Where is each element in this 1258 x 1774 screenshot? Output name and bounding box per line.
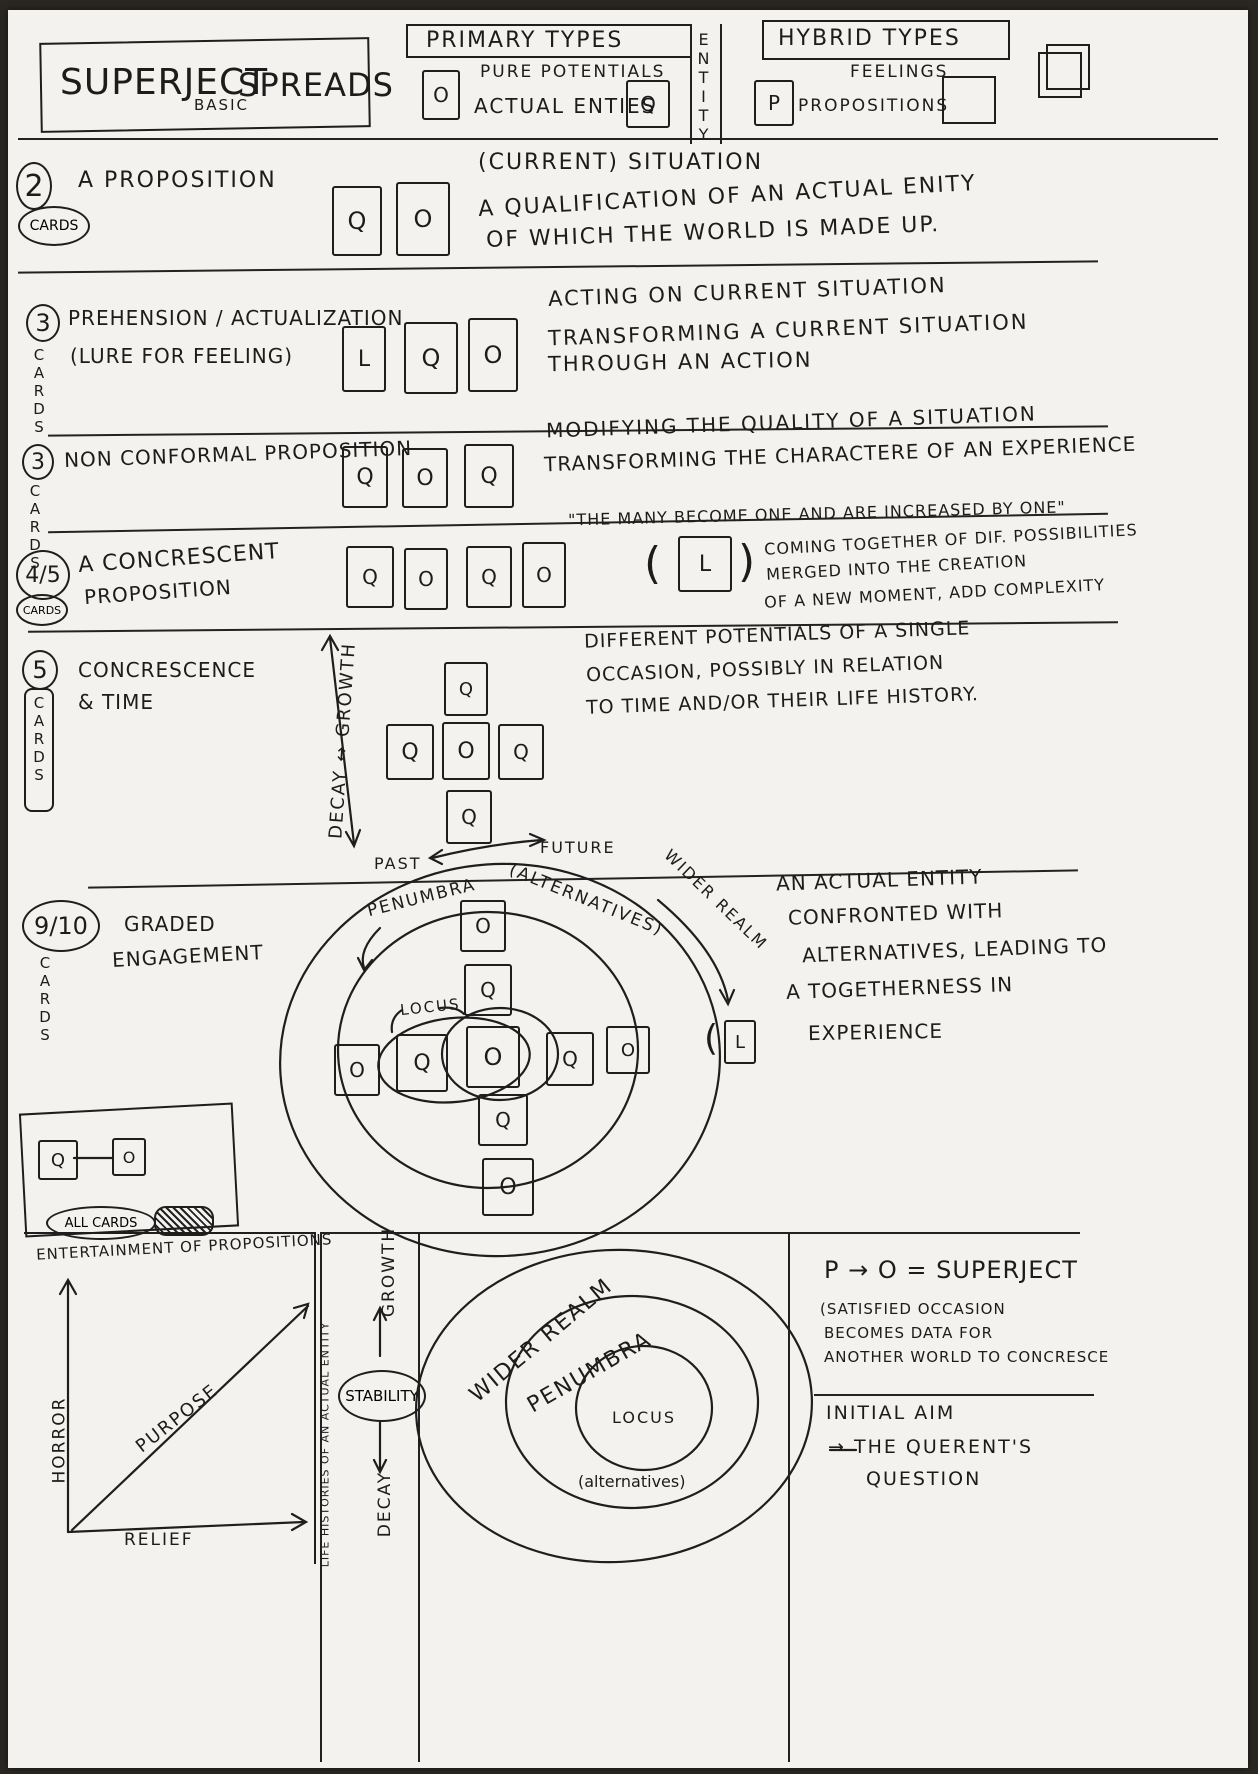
initial-aim-label: INITIAL AIM <box>826 1402 956 1424</box>
title-spreads: SPREADS <box>238 66 394 104</box>
header-rule <box>18 138 1218 140</box>
section-4-card-q2: Q <box>466 546 512 608</box>
actual-entities-label: ACTUAL ENTIES <box>474 94 657 118</box>
section-5-card-left-q: Q <box>386 724 434 780</box>
hybrid-types-label: HYBRID TYPES <box>778 26 961 51</box>
hybrid-card-stack <box>1038 52 1082 98</box>
primary-types-label: PRIMARY TYPES <box>426 28 624 53</box>
section-6-card-left-q: Q <box>396 1034 448 1092</box>
section-6-number: 9/10 <box>22 900 100 952</box>
hybrid-types-box <box>762 20 1010 60</box>
section-5-cards-box <box>24 688 54 812</box>
section-6-card-l: L <box>724 1020 756 1064</box>
hybrid-card-scribble <box>942 76 996 124</box>
entertainment-frame <box>24 1232 316 1564</box>
section-6-cards-label: CARDS <box>36 954 54 1044</box>
section-2-cards-label: CARDS <box>30 346 48 436</box>
section-4-card-o2: O <box>522 542 566 608</box>
section-6-card-upper-q: Q <box>464 964 512 1016</box>
section-2-card-l: L <box>342 326 386 392</box>
section-4-card-q1: Q <box>346 546 394 608</box>
section-5-title: CONCRESCENCE <box>78 658 257 682</box>
section-5-card-bottom-q: Q <box>446 790 492 844</box>
initial-aim-rule <box>814 1394 1094 1396</box>
bottom-alternatives: (alternatives) <box>578 1472 686 1491</box>
entity-divider-right <box>720 24 722 144</box>
section-5-future: FUTURE <box>540 838 616 857</box>
relief-label: RELIEF <box>124 1530 194 1550</box>
section-4-card-l: L <box>678 536 732 592</box>
section-1-desc-1: (CURRENT) SITUATION <box>478 150 764 175</box>
section-4-cards-oval: CARDS <box>16 594 68 626</box>
header-card-o: O <box>422 70 460 120</box>
section-1-card-o: O <box>396 182 450 256</box>
superject-equation: P → O = SUPERJECT <box>824 1256 1078 1284</box>
section-2-subtitle: (LURE FOR FEELING) <box>70 344 294 368</box>
section-2-number: 3 <box>26 304 60 342</box>
section-6-card-center-o: O <box>466 1026 520 1088</box>
section-6-card-far-right-o: O <box>606 1026 650 1074</box>
header-card-p: P <box>754 80 794 126</box>
section-6-card-lower-q: Q <box>478 1094 528 1146</box>
bottom-mini-card-o: O <box>112 1138 146 1176</box>
section-2-card-q: Q <box>404 322 458 394</box>
hybrid-card-stack-back <box>1046 44 1090 90</box>
section-6-card-right-q: Q <box>546 1032 594 1086</box>
entity-divider-left <box>690 24 692 144</box>
section-3-card-q2: Q <box>464 444 514 508</box>
header-card-q: Q <box>626 80 670 128</box>
section-5-past: PAST <box>374 854 422 873</box>
section-1-cards-oval: CARDS <box>18 206 90 246</box>
section-3-cards-label: CARDS <box>26 482 44 572</box>
all-cards-scribble <box>154 1206 214 1236</box>
section-1-card-q: Q <box>332 186 382 256</box>
section-5-card-right-q: Q <box>498 724 544 780</box>
bottom-divider-1 <box>320 1232 322 1762</box>
section-3-card-q1: Q <box>342 446 388 508</box>
entity-label: ENTITY <box>694 30 713 144</box>
bottom-mini-card-q: Q <box>38 1140 78 1180</box>
section-5-cards-label: CARDS <box>30 694 48 784</box>
querent-label-1: → THE QUERENT'S <box>828 1436 1034 1458</box>
propositions-label: PROPOSITIONS <box>798 96 950 116</box>
superject-desc-2: BECOMES DATA FOR <box>824 1324 994 1342</box>
bottom-divider-3 <box>788 1232 790 1762</box>
bottom-divider-2 <box>418 1232 420 1762</box>
section-5-subtitle: & TIME <box>78 690 154 714</box>
section-4-paren-open: ( <box>644 538 664 589</box>
section-4-card-o1: O <box>404 548 448 610</box>
section-5-card-center-o: O <box>442 722 490 780</box>
section-5-card-top-q: Q <box>444 662 488 716</box>
section-6-card-top-o: O <box>460 900 506 952</box>
section-3-card-o: O <box>402 448 448 508</box>
feelings-label: FEELINGS <box>850 62 949 82</box>
bottom-locus: LOCUS <box>612 1408 676 1427</box>
sketch-page: SUPERJECT BASIC SPREADS PRIMARY TYPES O … <box>8 10 1248 1768</box>
title-basic: BASIC <box>194 96 249 114</box>
superject-desc-3: ANOTHER WORLD TO CONCRESCE <box>824 1348 1110 1366</box>
stability-oval: STABILITY <box>338 1370 426 1422</box>
pure-potentials-label: PURE POTENTIALS <box>480 62 666 82</box>
bottom-top-rule <box>320 1232 1080 1234</box>
section-3-number: 3 <box>22 444 54 480</box>
section-1-title: A PROPOSITION <box>78 168 277 193</box>
linework <box>58 633 858 1564</box>
section-6-title: GRADED <box>124 912 216 936</box>
superject-desc-1: (SATISFIED OCCASION <box>820 1300 1006 1318</box>
section-4-paren-close: ) <box>738 536 758 587</box>
section-2-card-o: O <box>468 318 518 392</box>
querent-label-2: QUESTION <box>866 1468 982 1490</box>
section-6-lure-paren-open: ( <box>704 1018 721 1059</box>
title-superject: SUPERJECT <box>60 62 269 103</box>
